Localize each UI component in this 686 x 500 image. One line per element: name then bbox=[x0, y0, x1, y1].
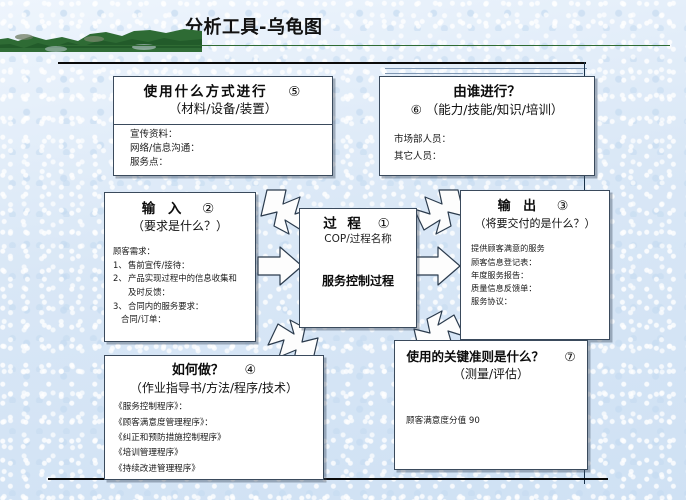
box-process: 过 程 ① COP/过程名称 服务控制过程 bbox=[299, 208, 417, 328]
box-input-body: 顾客需求： 1、售前宣传/接待： 2、产品实现过程中的信息收集和 及时反馈： 3… bbox=[113, 245, 255, 327]
box-method-body: 宣传资料： 网络/信息沟通： 服务点： bbox=[130, 128, 332, 170]
box-criteria-marker: ⑦ bbox=[564, 349, 576, 364]
box-who-heading: 由谁进行？ bbox=[453, 84, 521, 100]
list-item: 1、售前宣传/接待： bbox=[113, 259, 255, 273]
box-criteria-subtitle: （测量/评估） bbox=[452, 367, 530, 382]
list-item-number: 1、 bbox=[113, 259, 127, 270]
box-how-heading: 如何做？ ④ bbox=[105, 363, 323, 379]
box-how-body: 《服务控制程序》： 《顾客满意度管理程序》： 《纠正和预防措施控制程序》 《培训… bbox=[114, 400, 323, 476]
bottom-horizontal-rule bbox=[48, 478, 608, 480]
box-who-body: 市场部人员： 其它人员： bbox=[394, 131, 594, 166]
box-input: 输 入 ② （要求是什么？） 顾客需求： 1、售前宣传/接待： 2、产品实现过程… bbox=[104, 192, 256, 342]
list-item: 市场部人员： bbox=[394, 133, 452, 145]
box-output-heading-text: 输 出 bbox=[497, 199, 541, 214]
list-item-text: 合同/订单： bbox=[121, 314, 166, 325]
box-process-name: 服务控制过程 bbox=[321, 274, 394, 289]
decorative-line-1 bbox=[385, 68, 587, 69]
box-how-subtitle: （作业指导书/方法/程序/技术） bbox=[129, 380, 299, 395]
box-process-subtitle: COP/过程名称 bbox=[324, 233, 392, 246]
list-item-number: 2、 bbox=[113, 273, 127, 284]
list-item: 质量信息反馈单： bbox=[471, 283, 537, 294]
box-who-subtitle: ⑥ （能力/技能/知识/培训） bbox=[380, 102, 594, 117]
box-output-body: 提供顾客满意的服务 顾客信息登记表： 年度服务报告： 质量信息反馈单： 服务协议… bbox=[471, 242, 609, 308]
list-item: 2、产品实现过程中的信息收集和 bbox=[113, 272, 255, 286]
box-who-marker: ⑥ bbox=[410, 102, 422, 118]
list-item: 宣传资料： bbox=[130, 128, 178, 140]
list-item: 顾客信息登记表： bbox=[471, 256, 537, 267]
list-item-text: 产品实现过程中的信息收集和 bbox=[128, 273, 237, 284]
list-item: 服务点： bbox=[130, 156, 169, 168]
box-how-marker: ④ bbox=[244, 363, 257, 378]
box-method-heading-text: 使用什么方式进行 bbox=[143, 84, 268, 100]
box-output-heading: 输 出 ③ bbox=[461, 199, 609, 215]
box-how-heading-text: 如何做？ bbox=[171, 363, 224, 378]
box-output-subtitle: （将要交付的是什么？） bbox=[474, 216, 596, 230]
box-who: 由谁进行？ ⑥ （能力/技能/知识/培训） 市场部人员： 其它人员： bbox=[379, 76, 595, 176]
box-input-heading-text: 输 入 bbox=[141, 201, 186, 217]
list-item: 提供顾客满意的服务 bbox=[471, 243, 545, 254]
page-title: 分析工具-乌龟图 bbox=[185, 17, 323, 38]
box-input-subtitle: （要求是什么？） bbox=[131, 219, 228, 234]
list-item: 3、合同内的服务要求： bbox=[113, 300, 255, 314]
box-process-heading: 过 程 ① bbox=[300, 216, 416, 232]
list-item-text: 合同内的服务要求： bbox=[128, 300, 204, 311]
list-item: 《培训管理程序》 bbox=[114, 448, 183, 459]
list-item: 年度服务报告： bbox=[471, 269, 529, 280]
box-method-marker: ⑤ bbox=[288, 84, 303, 100]
list-intro: 顾客需求： bbox=[113, 246, 155, 257]
list-item: 《顾客满意度管理程序》： bbox=[114, 417, 213, 428]
list-item: 合同/订单： bbox=[113, 313, 255, 327]
box-criteria-body: 顾客满意度分值 90 bbox=[406, 415, 587, 428]
box-method-heading: 使用什么方式进行 ⑤ bbox=[114, 84, 332, 100]
list-item: 顾客满意度分值 90 bbox=[406, 415, 480, 426]
list-item: 网络/信息沟通： bbox=[130, 142, 200, 154]
list-item: 《纠正和预防措施控制程序》 bbox=[114, 433, 226, 444]
top-horizontal-rule bbox=[58, 62, 586, 64]
box-how: 如何做？ ④ （作业指导书/方法/程序/技术） 《服务控制程序》： 《顾客满意度… bbox=[104, 355, 324, 480]
box-method-subtitle: （材料/设备/装置） bbox=[168, 101, 278, 117]
list-item: 《持续改进管理程序》 bbox=[114, 463, 200, 474]
list-item-text: 售前宣传/接待： bbox=[128, 259, 190, 270]
list-item-text: 及时反馈： bbox=[128, 286, 170, 297]
decorative-line-2 bbox=[385, 73, 583, 74]
list-item: 其它人员： bbox=[394, 151, 442, 163]
box-output: 输 出 ③ （将要交付的是什么？） 提供顾客满意的服务 顾客信息登记表： 年度服… bbox=[460, 190, 610, 340]
box-method: 使用什么方式进行 ⑤ （材料/设备/装置） 宣传资料： 网络/信息沟通： 服务点… bbox=[113, 76, 333, 176]
box-criteria-heading: 使用的关键准则是什么？ ⑦ bbox=[395, 349, 587, 364]
list-item: 《服务控制程序》： bbox=[114, 402, 188, 413]
arrow-input-to-process bbox=[257, 246, 303, 286]
arrow-process-to-output bbox=[415, 246, 461, 286]
box-who-subtitle-text: （能力/技能/知识/培训） bbox=[425, 102, 564, 118]
green-banner-graphic bbox=[0, 29, 202, 52]
list-item: 服务协议： bbox=[471, 296, 512, 307]
box-input-marker: ② bbox=[202, 201, 219, 217]
box-process-marker: ① bbox=[377, 216, 393, 232]
box-criteria-heading-text: 使用的关键准则是什么？ bbox=[406, 349, 544, 364]
box-output-marker: ③ bbox=[556, 199, 573, 214]
box-criteria: 使用的关键准则是什么？ ⑦ （测量/评估） 顾客满意度分值 90 bbox=[394, 340, 588, 470]
box-input-heading: 输 入 ② bbox=[105, 201, 255, 217]
list-item-number: 3、 bbox=[113, 300, 127, 311]
title-green-rule bbox=[58, 45, 670, 46]
list-item: 及时反馈： bbox=[113, 286, 255, 300]
box-process-heading-text: 过 程 bbox=[323, 216, 364, 232]
box-method-divider bbox=[114, 124, 332, 125]
